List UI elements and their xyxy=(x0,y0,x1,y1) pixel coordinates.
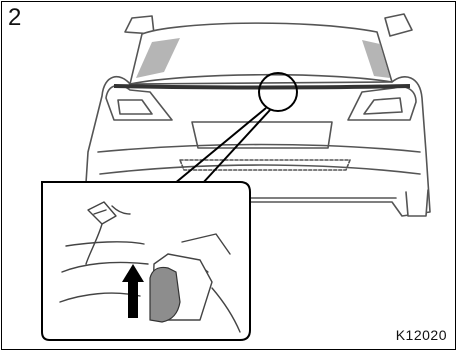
callout-circle xyxy=(259,73,297,111)
figure-code: K12020 xyxy=(396,327,447,343)
right-tail-lamp xyxy=(348,87,416,120)
detail-inset xyxy=(42,182,250,340)
right-mirror xyxy=(385,14,412,36)
lever-gray xyxy=(150,267,180,322)
car-rear-illustration xyxy=(2,2,456,350)
hatch-seam xyxy=(114,86,410,88)
figure-number: 2 xyxy=(8,6,21,30)
